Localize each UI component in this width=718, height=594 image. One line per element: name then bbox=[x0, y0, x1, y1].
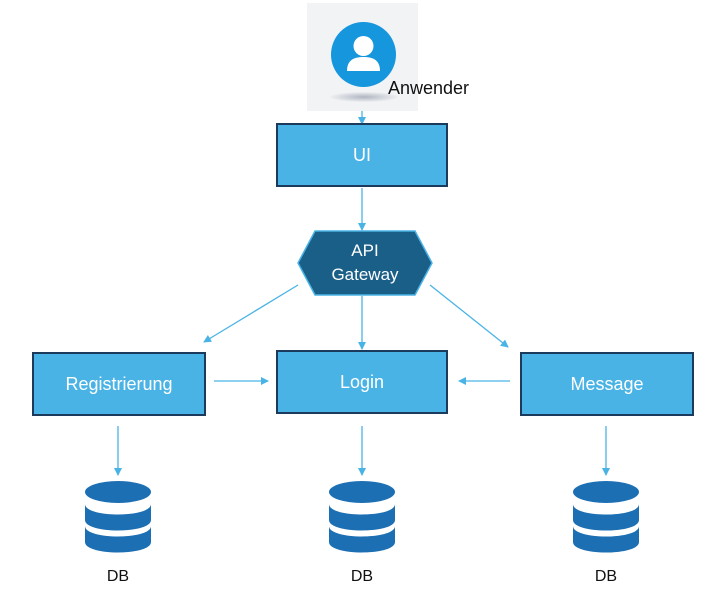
api-gateway-label-line1: API bbox=[351, 241, 379, 260]
registrierung-node: Registrierung bbox=[32, 352, 206, 416]
ui-node: UI bbox=[276, 123, 448, 187]
ui-node-label: UI bbox=[353, 144, 371, 165]
message-node: Message bbox=[520, 352, 694, 416]
database-icon bbox=[327, 480, 397, 560]
arrow-gateway-to-message bbox=[429, 284, 509, 348]
registrierung-node-label: Registrierung bbox=[65, 373, 173, 394]
api-gateway-node: API Gateway bbox=[298, 231, 432, 295]
login-node: Login bbox=[276, 350, 448, 414]
db-label-login: DB bbox=[350, 568, 374, 585]
user-icon bbox=[331, 22, 396, 87]
database-icon bbox=[571, 480, 641, 560]
api-gateway-label-line2: Gateway bbox=[331, 265, 399, 284]
db-label-message: DB bbox=[594, 568, 618, 585]
actor-label: Anwender bbox=[388, 78, 470, 98]
login-node-label: Login bbox=[339, 371, 385, 392]
database-icon bbox=[83, 480, 153, 560]
db-label-registrierung: DB bbox=[106, 568, 130, 585]
api-gateway-hexagon bbox=[297, 230, 433, 296]
arrow-gateway-to-registrierung bbox=[203, 284, 299, 343]
user-shadow bbox=[330, 92, 398, 102]
message-node-label: Message bbox=[570, 373, 644, 394]
